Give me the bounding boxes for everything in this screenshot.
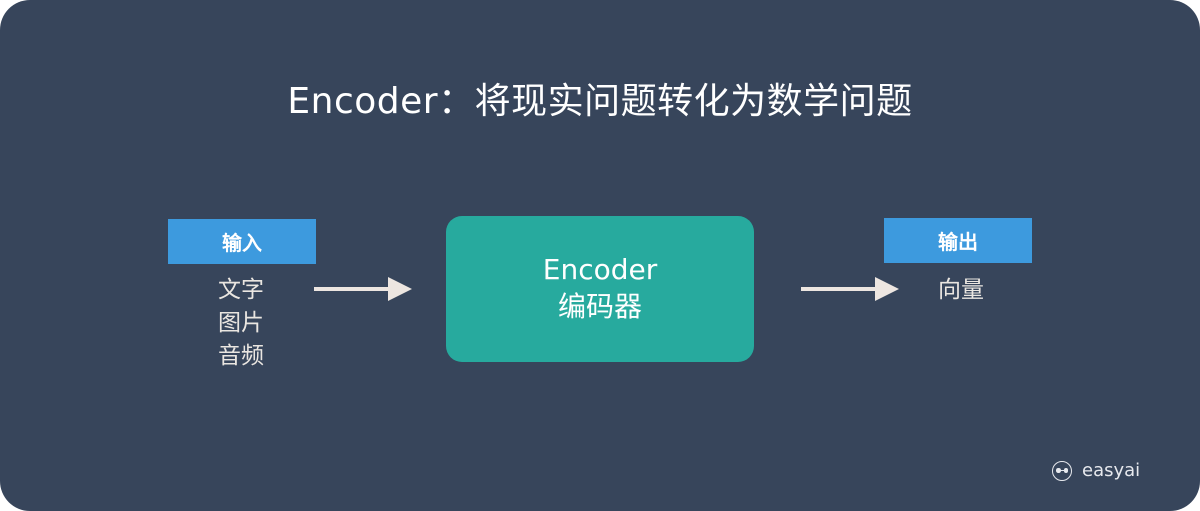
output-label: 输出 [938, 230, 978, 254]
encoder-block: Encoder 编码器 [446, 216, 754, 362]
input-arrow-icon [314, 277, 412, 301]
diagram-title: Encoder：将现实问题转化为数学问题 [287, 81, 913, 122]
brand-name: easyai [1082, 460, 1141, 481]
input-item: 图片 [218, 310, 264, 336]
brand-watermark: easyai [1052, 460, 1140, 481]
input-item: 音频 [218, 343, 264, 369]
encoder-name-cn: 编码器 [557, 290, 642, 323]
output-item: 向量 [938, 277, 984, 303]
input-label: 输入 [222, 231, 262, 255]
output-label-box: 输出 [884, 218, 1032, 263]
input-items-list: 文字 图片 音频 [200, 274, 282, 373]
easyai-logo-icon [1052, 460, 1072, 481]
input-label-box: 输入 [168, 219, 316, 264]
input-item: 文字 [218, 277, 264, 303]
output-arrow-icon [801, 277, 899, 301]
output-items-list: 向量 [920, 274, 1002, 307]
encoder-name-en: Encoder [542, 253, 658, 286]
